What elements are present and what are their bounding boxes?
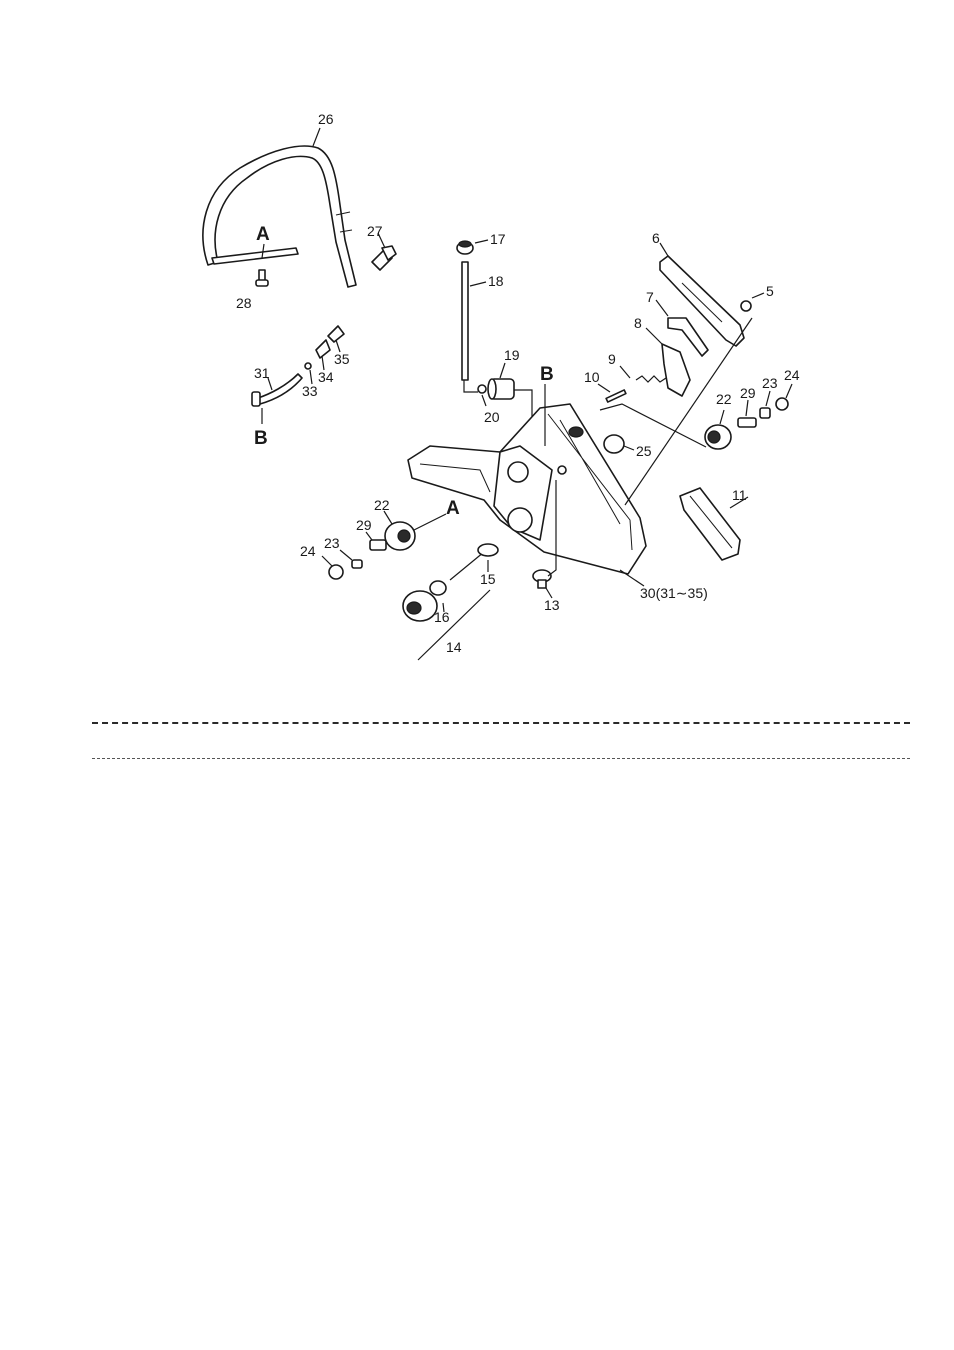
label-20: 20 [484,409,500,425]
leader-24-right [786,384,792,398]
leader-18 [470,282,486,286]
damper-22-left [385,522,415,550]
damper-19 [488,379,514,399]
label-19: 19 [504,347,520,363]
label-14: 14 [446,639,462,655]
leader-7 [656,300,668,316]
rod-18 [462,262,468,380]
label-17: 17 [490,231,506,247]
front-handle-bar [203,146,356,287]
leader-23-right [766,391,770,406]
leader-33 [310,370,312,384]
label-33: 33 [302,383,318,399]
leader-5-body [625,318,752,505]
label-34: 34 [318,369,334,385]
ring-33 [305,363,311,369]
label-28: 28 [236,295,252,311]
washer-24-right [776,398,788,410]
leader-26 [313,128,320,146]
leader-17 [475,240,488,243]
leader-25 [624,446,634,450]
dashed-separator-bottom [92,758,910,759]
label-29-left: 29 [356,517,372,533]
leader-8 [646,328,662,344]
leader-24-left [322,556,332,566]
label-29-right: 29 [740,385,756,401]
leader-a-body [414,514,446,530]
filter-34 [316,340,330,358]
washer-24-left [329,565,343,579]
parts-diagram: 26 27 28 17 18 19 20 6 5 7 8 9 10 22 29 … [0,0,954,700]
label-10: 10 [584,369,600,385]
leader-10 [598,384,610,392]
label-31: 31 [254,365,270,381]
label-24-right: 24 [784,367,800,383]
bolt-27 [372,246,396,270]
label-6: 6 [652,230,660,246]
screw-23-left [352,560,362,568]
label-18: 18 [488,273,504,289]
label-22-right: 22 [716,391,732,407]
rear-handle-body-30 [408,404,646,574]
label-26: 26 [318,111,334,127]
leader-20 [482,395,486,406]
leader-23-left [340,550,352,560]
grommet-17 [457,241,473,254]
o-ring-16 [430,581,446,595]
dashed-separator-top [92,722,910,724]
screw-13 [533,570,551,588]
cover-6 [660,256,744,346]
label-8: 8 [634,315,642,331]
label-25: 25 [636,443,652,459]
leader-6 [660,243,668,256]
screw-28 [256,270,268,286]
screw-5 [741,301,751,311]
leader-5 [752,293,764,298]
brake-8 [662,344,690,396]
marker-b-top: B [540,364,554,385]
label-27: 27 [367,223,383,239]
marker-b-hose: B [254,428,268,449]
cap-25 [604,435,624,453]
fuel-cap-14 [403,591,437,621]
sleeve-29-right [738,418,756,427]
leader-30 [620,570,644,586]
label-23-right: 23 [762,375,778,391]
label-22-left: 22 [374,497,390,513]
guard-11 [680,488,740,560]
leader-9 [620,366,630,378]
leader-29-right [746,400,748,416]
label-11: 11 [732,487,747,503]
label-35: 35 [334,351,350,367]
weight-35 [328,326,344,342]
sleeve-29-left [370,540,386,550]
label-13: 13 [544,597,560,613]
leader-34 [322,356,324,370]
screw-23-right [760,408,770,418]
label-15: 15 [480,571,496,587]
leader-29-left [366,532,372,540]
label-23-left: 23 [324,535,340,551]
damper-22-right [705,425,731,449]
label-5: 5 [766,283,774,299]
leader-19 [500,363,505,378]
label-9: 9 [608,351,616,367]
label-7: 7 [646,289,654,305]
marker-a-body: A [446,498,460,519]
spring-9 [636,376,666,382]
marker-a-top: A [256,224,270,245]
label-16: 16 [434,609,450,625]
leader-22-right [720,410,724,424]
label-30: 30(31∼35) [640,585,708,601]
nut-20 [478,385,486,393]
label-24-left: 24 [300,543,316,559]
